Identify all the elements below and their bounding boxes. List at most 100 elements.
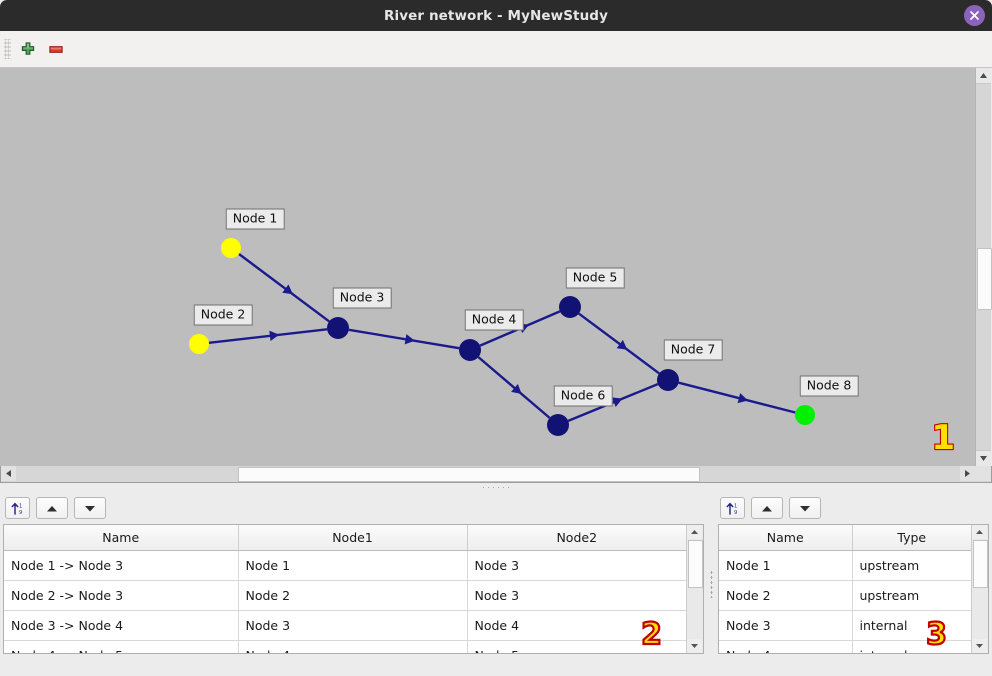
move-up-icon[interactable] <box>751 497 783 519</box>
scroll-down-icon[interactable] <box>972 639 987 653</box>
triangle-left-glyph <box>6 470 11 477</box>
graph-node-label-node-8[interactable]: Node 8 <box>799 375 859 397</box>
svg-text:1: 1 <box>19 503 22 509</box>
scroll-up-icon[interactable] <box>972 525 987 539</box>
graph-node-label-node-5[interactable]: Node 5 <box>565 267 625 289</box>
svg-text:1: 1 <box>734 503 737 509</box>
network-edge[interactable] <box>208 328 328 345</box>
graph-horizontal-scroll-thumb[interactable] <box>238 467 700 482</box>
network-edge[interactable] <box>678 381 796 414</box>
graph-horizontal-scrollbar[interactable] <box>1 466 975 482</box>
graph-node-node-8[interactable] <box>795 405 815 425</box>
table-cell[interactable]: internal <box>852 640 971 653</box>
table-cell[interactable]: upstream <box>852 580 971 611</box>
graph-node-node-3[interactable] <box>327 317 349 339</box>
table-cell[interactable]: Node 1 -> Node 3 <box>4 550 239 581</box>
graph-node-node-4[interactable] <box>459 339 481 361</box>
network-edge[interactable] <box>238 253 330 323</box>
svg-text:9: 9 <box>734 510 737 516</box>
reaches-scroll-thumb[interactable] <box>688 540 703 588</box>
column-header-type[interactable]: Type <box>852 525 971 551</box>
graph-node-label-node-1[interactable]: Node 1 <box>225 208 285 230</box>
add-plus-icon[interactable] <box>14 35 42 63</box>
network-edge[interactable] <box>348 328 460 350</box>
move-down-icon[interactable] <box>74 497 106 519</box>
table-cell[interactable]: Node 2 -> Node 3 <box>4 580 239 611</box>
table-cell[interactable]: Node 4 <box>238 640 468 653</box>
move-up-icon[interactable] <box>36 497 68 519</box>
toolbar-grip[interactable] <box>4 39 11 59</box>
nodes-vertical-scrollbar[interactable] <box>971 525 988 653</box>
table-cell[interactable]: internal <box>852 610 971 641</box>
column-header-name[interactable]: Name <box>4 525 239 551</box>
main-toolbar <box>0 31 992 68</box>
window-title: River network - MyNewStudy <box>384 7 608 24</box>
table-cell[interactable]: Node 3 <box>719 610 853 641</box>
graph-node-label-node-3[interactable]: Node 3 <box>332 287 392 309</box>
graph-node-label-node-7[interactable]: Node 7 <box>663 339 723 361</box>
horizontal-splitter[interactable] <box>0 483 992 492</box>
table-cell[interactable]: Node 2 <box>238 580 468 611</box>
table-cell[interactable]: Node 3 <box>467 550 686 581</box>
network-edge[interactable] <box>578 312 660 375</box>
edge-arrow-icon <box>269 330 280 342</box>
plus-glyph <box>21 41 35 55</box>
table-cell[interactable]: Node 1 <box>238 550 468 581</box>
graph-horizontal-scrollbar-row <box>0 466 992 483</box>
network-edge[interactable] <box>477 356 551 419</box>
table-cell[interactable]: Node 2 <box>719 580 853 611</box>
table-cell[interactable]: Node 3 -> Node 4 <box>4 610 239 641</box>
scroll-left-icon[interactable] <box>1 466 16 481</box>
sort-ascending-icon[interactable]: 1 9 <box>720 497 745 519</box>
minus-glyph <box>49 45 63 53</box>
table-cell[interactable]: Node 5 <box>467 640 686 653</box>
graph-node-node-6[interactable] <box>547 414 569 436</box>
nodes-scroll-thumb[interactable] <box>973 540 988 588</box>
graph-node-node-5[interactable] <box>559 296 581 318</box>
reaches-vertical-scrollbar[interactable] <box>686 525 703 653</box>
remove-minus-icon[interactable] <box>42 35 70 63</box>
vertical-splitter[interactable] <box>707 492 715 676</box>
column-header-name[interactable]: Name <box>719 525 853 551</box>
graph-vertical-scroll-thumb[interactable] <box>977 248 992 310</box>
edge-arrow-icon <box>611 397 623 408</box>
column-header-node1[interactable]: Node1 <box>238 525 468 551</box>
scroll-down-icon[interactable] <box>687 639 702 653</box>
graph-node-label-node-6[interactable]: Node 6 <box>553 385 613 407</box>
graph-vertical-scrollbar[interactable] <box>975 68 992 466</box>
graph-node-label-node-2[interactable]: Node 2 <box>193 304 253 326</box>
table-cell[interactable]: Node 4 <box>467 610 686 641</box>
graph-node-node-2[interactable] <box>189 334 209 354</box>
close-icon[interactable] <box>964 5 985 26</box>
graph-node-node-7[interactable] <box>657 369 679 391</box>
scroll-right-icon[interactable] <box>960 466 975 481</box>
table-cell[interactable]: Node 4 -> Node 5 <box>4 640 239 653</box>
column-header-node2[interactable]: Node2 <box>467 525 686 551</box>
move-down-icon[interactable] <box>789 497 821 519</box>
scroll-down-icon[interactable] <box>976 450 991 466</box>
table-cell[interactable]: Node 3 <box>467 580 686 611</box>
graph-node-node-1[interactable] <box>221 238 241 258</box>
table-cell[interactable]: Node 1 <box>719 550 853 581</box>
graph-node-label-node-4[interactable]: Node 4 <box>464 309 524 331</box>
sort-ascending-icon[interactable]: 1 9 <box>5 497 30 519</box>
network-edge[interactable] <box>567 383 659 422</box>
scroll-up-icon[interactable] <box>976 68 991 84</box>
scroll-up-icon[interactable] <box>687 525 702 539</box>
table-cell[interactable]: upstream <box>852 550 971 581</box>
table-row[interactable]: Node 4internal <box>719 640 971 653</box>
table-cell[interactable]: Node 4 <box>719 640 853 653</box>
table-cell[interactable]: Node 3 <box>238 610 468 641</box>
